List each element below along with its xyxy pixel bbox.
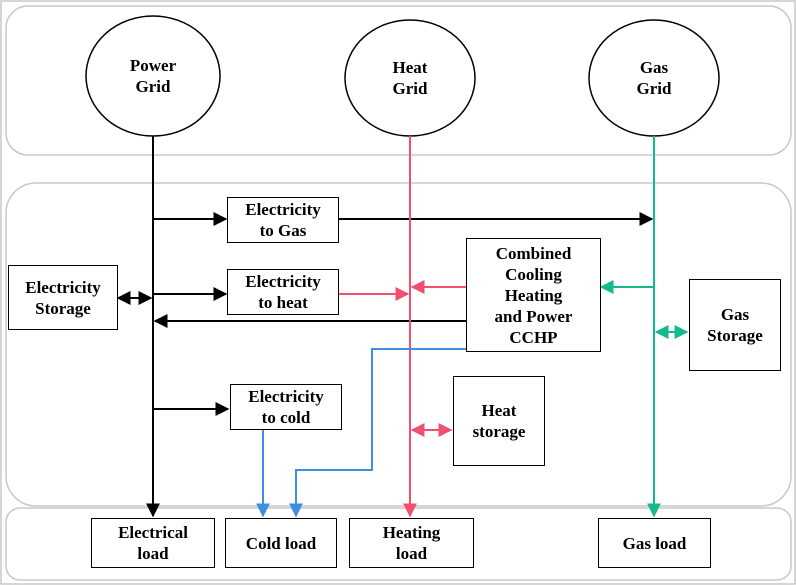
electricity-to-heat-box: Electricity to heat [227,269,339,315]
arrow-cchp-to-cold-load [289,348,466,518]
cold-load-box: Cold load [225,518,337,568]
power-grid-label: Power Grid [129,56,177,96]
electricity-storage-box: Electricity Storage [8,265,118,330]
gas-load-box: Gas load [598,518,711,568]
electricity-to-cold-box: Electricity to cold [230,384,342,430]
heat-storage-box: Heat storage [453,376,545,466]
grid-panel [5,5,792,156]
load-panel [5,507,792,581]
electrical-load-box: Electrical load [91,518,215,568]
heat-grid-label: Heat Grid [392,58,428,98]
cchp-box: Combined Cooling Heating and Power CCHP [466,238,601,352]
electricity-to-gas-box: Electricity to Gas [227,197,339,243]
gas-storage-box: Gas Storage [689,279,781,371]
conversion-panel [5,182,792,507]
gas-grid-label: Gas Grid [636,58,672,98]
heating-load-box: Heating load [349,518,474,568]
